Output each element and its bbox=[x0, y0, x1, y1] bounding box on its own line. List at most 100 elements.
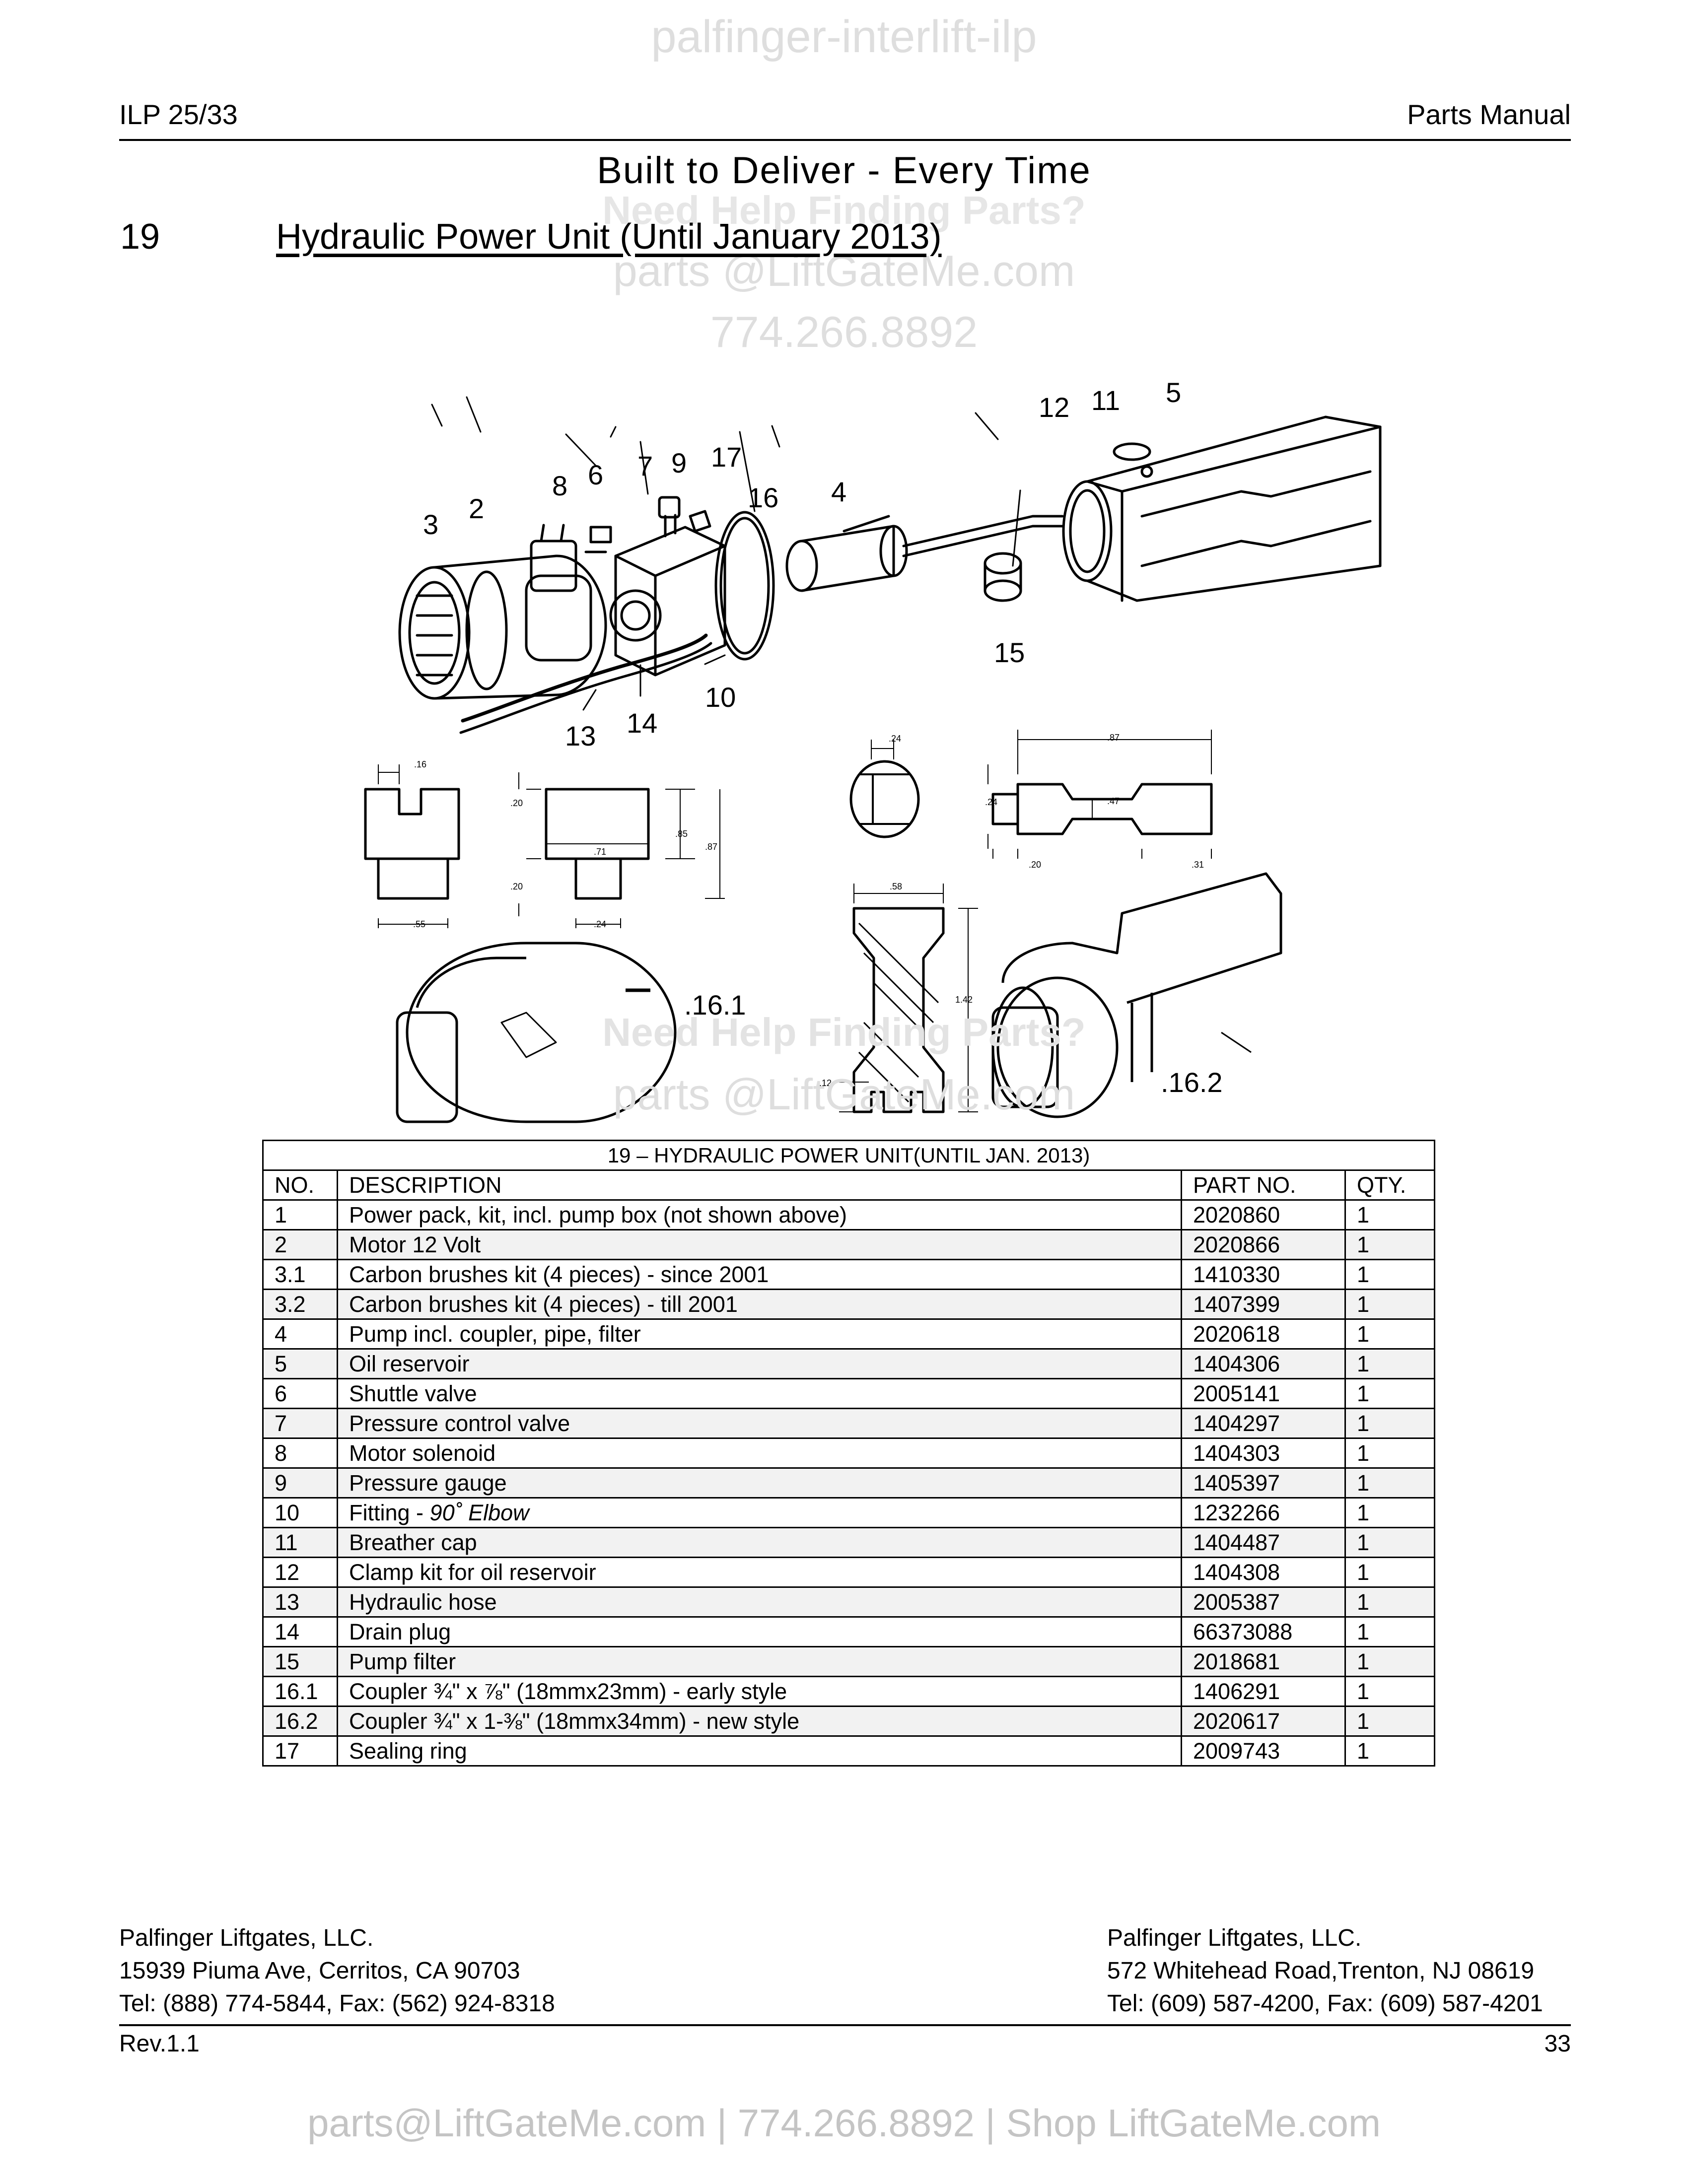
callout-6: 6 bbox=[588, 459, 604, 490]
cell-description: Breather cap bbox=[337, 1527, 1182, 1558]
callout-3: 3 bbox=[423, 509, 439, 540]
cell-qty: 1 bbox=[1344, 1289, 1436, 1320]
table-caption: 19 – HYDRAULIC POWER UNIT(UNTIL JAN. 201… bbox=[262, 1140, 1436, 1171]
cell-description: Oil reservoir bbox=[337, 1348, 1182, 1379]
cell-no: 3.2 bbox=[262, 1289, 338, 1320]
watermark-email-2: parts @LiftGateMe.com bbox=[613, 1070, 1075, 1119]
cell-part-no: 1406291 bbox=[1181, 1676, 1346, 1707]
callout-15: 15 bbox=[994, 637, 1025, 668]
footer-revision: Rev.1.1 bbox=[119, 2031, 200, 2057]
coupler-new-section-view bbox=[839, 884, 978, 1113]
section-number: 19 bbox=[120, 217, 160, 257]
watermark-need-help: Need Help Finding Parts? bbox=[602, 188, 1086, 232]
cell-qty: 1 bbox=[1344, 1527, 1436, 1558]
coupler-early-front-view bbox=[518, 772, 725, 928]
callout-14: 14 bbox=[627, 707, 658, 739]
dim-label: .47 bbox=[1107, 796, 1120, 806]
footer-left: Palfinger Liftgates, LLC. 15939 Piuma Av… bbox=[119, 1922, 555, 2020]
cell-qty: 1 bbox=[1344, 1229, 1436, 1260]
cell-description: Pump filter bbox=[337, 1646, 1182, 1677]
cell-no: 17 bbox=[262, 1735, 338, 1767]
cell-qty: 1 bbox=[1344, 1706, 1436, 1737]
cell-part-no: 2005387 bbox=[1181, 1586, 1346, 1618]
sealing-ring bbox=[714, 511, 775, 661]
cell-description: Motor 12 Volt bbox=[337, 1229, 1182, 1260]
cell-qty: 1 bbox=[1344, 1646, 1436, 1677]
cell-part-no: 1404303 bbox=[1181, 1437, 1346, 1469]
cell-description: Carbon brushes kit (4 pieces) - since 20… bbox=[337, 1259, 1182, 1290]
callout-16-2: .16.2 bbox=[1161, 1067, 1223, 1098]
footer-right: Palfinger Liftgates, LLC. 572 Whitehead … bbox=[1107, 1922, 1543, 2020]
cell-no: 1 bbox=[262, 1199, 338, 1230]
cell-part-no: 1407399 bbox=[1181, 1289, 1346, 1320]
footer-rule bbox=[119, 2024, 1571, 2026]
footer-page-number: 33 bbox=[1544, 2031, 1571, 2057]
callout-2: 2 bbox=[469, 493, 485, 524]
cell-qty: 1 bbox=[1344, 1259, 1436, 1290]
cell-part-no: 2020860 bbox=[1181, 1199, 1346, 1230]
cell-qty: 1 bbox=[1344, 1348, 1436, 1379]
cell-no: 8 bbox=[262, 1437, 338, 1469]
header-doc-type: Parts Manual bbox=[1407, 99, 1571, 130]
cell-qty: 1 bbox=[1344, 1437, 1436, 1469]
cell-description: Shuttle valve bbox=[337, 1378, 1182, 1409]
cell-part-no: 2020618 bbox=[1181, 1318, 1346, 1350]
cell-part-no: 2020866 bbox=[1181, 1229, 1346, 1260]
parts-table: 19 – HYDRAULIC POWER UNIT(UNTIL JAN. 201… bbox=[262, 1140, 1436, 1767]
cell-qty: 1 bbox=[1344, 1467, 1436, 1499]
coupler-new-3d bbox=[991, 872, 1282, 1118]
cell-part-no: 66373088 bbox=[1181, 1616, 1346, 1647]
cell-description: Pressure gauge bbox=[337, 1467, 1182, 1499]
coupler-new-side-view bbox=[987, 730, 1213, 859]
cell-qty: 1 bbox=[1344, 1199, 1436, 1230]
footer-left-address: 15939 Piuma Ave, Cerritos, CA 90703 bbox=[119, 1958, 520, 1984]
cell-part-no: 1404487 bbox=[1181, 1527, 1346, 1558]
motor-solenoid bbox=[530, 524, 607, 592]
cell-no: 6 bbox=[262, 1378, 338, 1409]
dim-label: .20 bbox=[510, 882, 523, 891]
cell-no: 10 bbox=[262, 1497, 338, 1528]
cell-no: 4 bbox=[262, 1318, 338, 1350]
callout-16-1: .16.1 bbox=[684, 989, 746, 1021]
dim-label: 1.42 bbox=[955, 995, 973, 1005]
watermark-email: parts @LiftGateMe.com bbox=[613, 246, 1075, 295]
column-header-part-no: PART NO. bbox=[1181, 1169, 1346, 1201]
cell-no: 13 bbox=[262, 1586, 338, 1618]
cell-description: Clamp kit for oil reservoir bbox=[337, 1557, 1182, 1588]
watermark-phone: 774.266.8892 bbox=[710, 307, 978, 356]
shuttle-valve bbox=[589, 526, 612, 544]
dim-label: .85 bbox=[675, 829, 688, 839]
cell-no: 14 bbox=[262, 1616, 338, 1647]
valve-block bbox=[609, 496, 726, 677]
cell-qty: 1 bbox=[1344, 1408, 1436, 1439]
dim-label: .87 bbox=[705, 842, 718, 852]
column-header-description: DESCRIPTION bbox=[337, 1169, 1182, 1201]
dim-label: .31 bbox=[1192, 860, 1204, 870]
callout-12: 12 bbox=[1039, 392, 1070, 423]
coupler-early-3d bbox=[396, 942, 677, 1123]
cell-part-no: 1404306 bbox=[1181, 1348, 1346, 1379]
oil-reservoir bbox=[1062, 415, 1382, 602]
callout-4: 4 bbox=[831, 476, 847, 507]
watermark-top: palfinger-interlift-ilp bbox=[651, 11, 1037, 62]
cell-no: 11 bbox=[262, 1527, 338, 1558]
dim-label: .58 bbox=[890, 882, 903, 891]
header-doc-id: ILP 25/33 bbox=[119, 99, 238, 130]
coupler-dimension-drawings bbox=[364, 730, 1282, 1123]
cell-qty: 1 bbox=[1344, 1557, 1436, 1588]
callout-5: 5 bbox=[1166, 377, 1182, 408]
cell-part-no: 2005141 bbox=[1181, 1378, 1346, 1409]
cell-description-italic: 90˚ Elbow bbox=[429, 1500, 529, 1525]
